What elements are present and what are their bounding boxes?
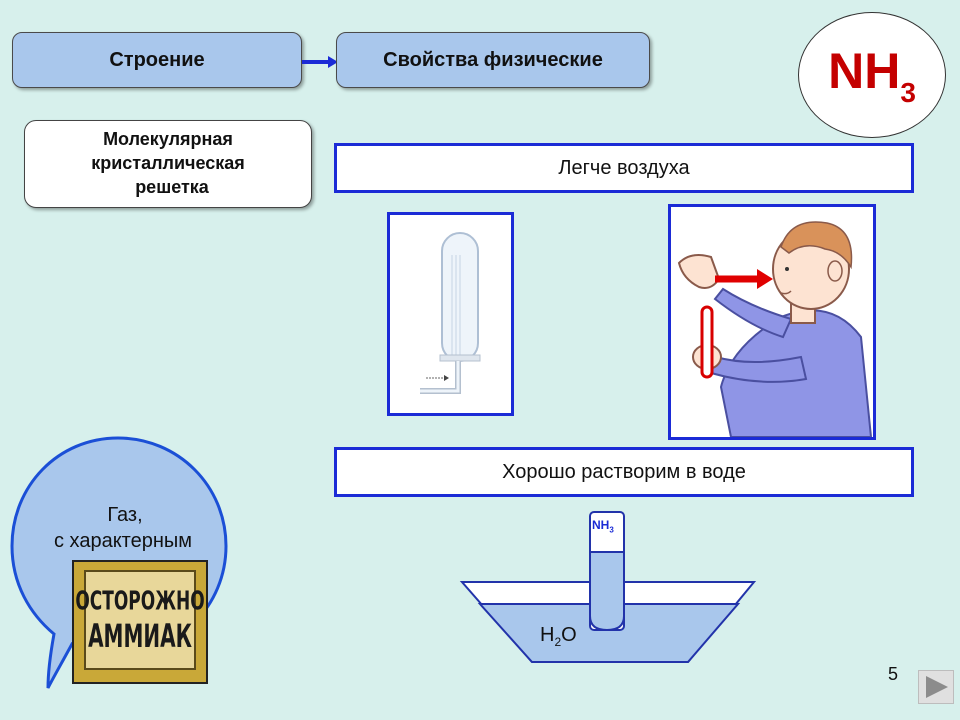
soluble-in-water-bar: Хорошо растворим в воде (334, 447, 914, 497)
boy-smelling-illustration (677, 221, 873, 438)
physical-properties-button-label: Свойства физические (383, 48, 603, 71)
crystal-lattice-line-2: кристаллическая (91, 153, 245, 173)
lighter-than-air-label: Легче воздуха (558, 156, 690, 179)
sign-line-1: ОСТОРОЖНО (75, 587, 205, 617)
bubble-line-2: с характерным (54, 530, 193, 552)
tube-gas-label: NH3 (592, 518, 614, 535)
water-basin-diagram (459, 511, 757, 663)
crystal-lattice-line-3: решетка (135, 177, 209, 197)
page-number: 5 (888, 664, 899, 684)
structure-button-label: Строение (109, 48, 205, 71)
next-slide-button[interactable] (918, 670, 954, 704)
inverted-tube-illustration (420, 232, 481, 394)
physical-properties-button[interactable]: Свойства физические (336, 32, 650, 88)
right-arrow-icon (302, 56, 338, 68)
water-label: H2O (540, 624, 577, 649)
boy-smelling-picture (668, 204, 876, 440)
speech-bubble-text: Газ, с характерным (30, 502, 250, 554)
inverted-tube-picture (387, 212, 514, 416)
bubble-line-1: Газ, (107, 504, 143, 526)
formula-ellipse: NH3 (798, 12, 946, 138)
ammonia-warning-sign: ОСТОРОЖНО АММИАК (72, 560, 208, 684)
sign-line-2: АММИАК (88, 616, 192, 656)
lighter-than-air-bar: Легче воздуха (334, 143, 914, 193)
play-triangle-icon (926, 676, 948, 698)
soluble-in-water-label: Хорошо растворим в воде (502, 460, 746, 483)
structure-button[interactable]: Строение (12, 32, 302, 88)
formula-text: NH3 (828, 42, 916, 108)
crystal-lattice-line-1: Молекулярная (103, 129, 233, 149)
crystal-lattice-box: Молекулярная кристаллическая решетка (24, 120, 312, 208)
